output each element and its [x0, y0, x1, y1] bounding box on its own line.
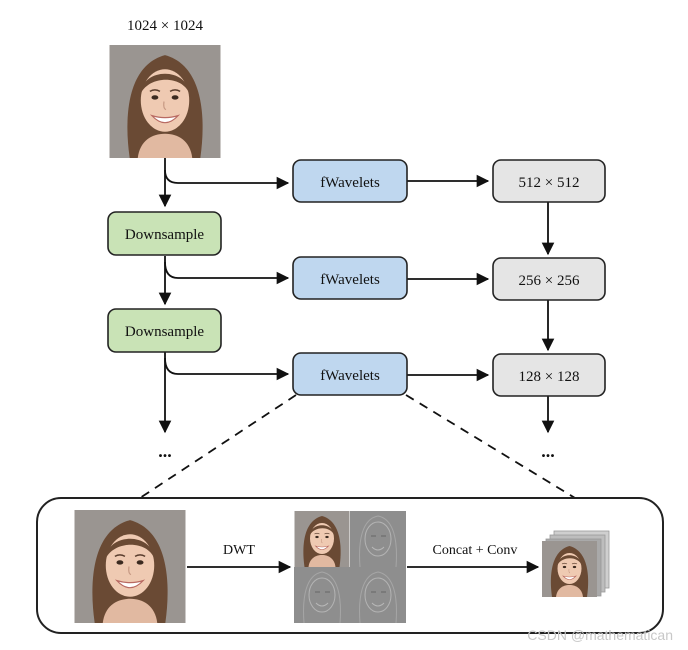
- dwt-label: DWT: [223, 543, 255, 558]
- subband-ll-image: [294, 511, 350, 567]
- output-label-512: 512 × 512: [519, 175, 580, 191]
- output-label-256: 256 × 256: [519, 273, 580, 289]
- input-face-image: [108, 45, 222, 158]
- arrow-to-fwavelets-1: [164, 169, 290, 190]
- output-block-512: 512 × 512: [492, 159, 606, 203]
- arrow-to-fwavelets-2: [164, 261, 290, 285]
- output-feature-stack: [542, 530, 610, 597]
- fwavelets-label-3: fWavelets: [320, 368, 380, 384]
- fwavelets-block-1: fWavelets: [292, 159, 408, 203]
- output-feature-face: [542, 541, 597, 597]
- zoom-line-right: [405, 394, 576, 499]
- subband-hl-image: [294, 567, 350, 623]
- downsample-block-1: Downsample: [107, 211, 222, 256]
- watermark-text: CSDN @mathematican: [527, 627, 673, 643]
- subband-lh-image: [350, 511, 406, 567]
- fwavelets-label-1: fWavelets: [320, 175, 380, 191]
- dwt-subbands: [294, 511, 406, 623]
- output-block-128: 128 × 128: [492, 353, 606, 397]
- fwavelets-label-2: fWavelets: [320, 272, 380, 288]
- concat-conv-label: Concat + Conv: [433, 543, 518, 558]
- detail-input-face: [73, 510, 187, 623]
- output-label-128: 128 × 128: [519, 369, 580, 385]
- input-size-label: 1024 × 1024: [127, 18, 203, 34]
- subband-hh-image: [350, 567, 406, 623]
- arrow-to-fwavelets-3: [164, 357, 290, 381]
- right-ellipsis: ...: [541, 441, 555, 461]
- downsample-label-2: Downsample: [125, 324, 204, 340]
- output-block-256: 256 × 256: [492, 257, 606, 301]
- downsample-block-2: Downsample: [107, 308, 222, 353]
- left-ellipsis: ...: [158, 441, 172, 461]
- downsample-label-1: Downsample: [125, 227, 204, 243]
- fwavelets-block-2: fWavelets: [292, 256, 408, 300]
- fwavelets-block-3: fWavelets: [292, 352, 408, 396]
